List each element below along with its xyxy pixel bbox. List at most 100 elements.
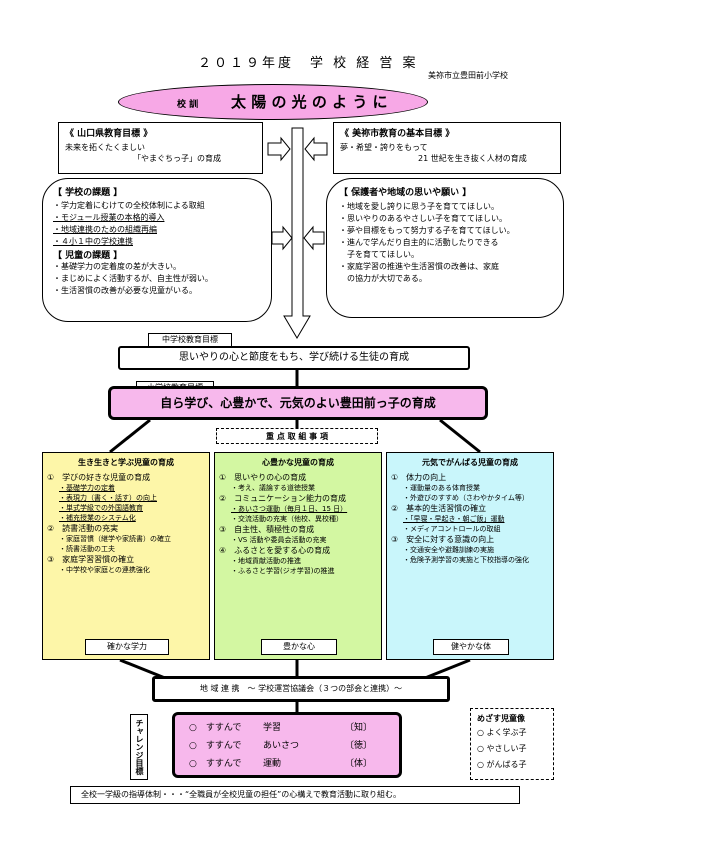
column-footer: 豊かな心 bbox=[261, 639, 337, 655]
item-heading: ③ 家庭学習習慣の確立 bbox=[47, 555, 135, 564]
jhs-goal-text: 思いやりの心と節度をもち、学び続ける生徒の育成 bbox=[179, 352, 409, 363]
arrow-right-icon bbox=[271, 225, 293, 251]
item-sub: ・考え、議論する道徳授業 bbox=[231, 484, 315, 492]
item-sub: ・読書活動の工夫 bbox=[59, 545, 115, 553]
motto-text: 太 陽 の 光 の よ う に bbox=[231, 93, 388, 111]
item-sub: ・中学校や家庭との連携強化 bbox=[59, 566, 150, 574]
arrow-left-icon bbox=[303, 225, 325, 251]
footer-note-text: 全校一学級の指導体制・・・“全職員が全校児童の担任”の心構えで教育活動に取り組む… bbox=[81, 790, 402, 799]
city-goal-box: 《 美祢市教育の基本目標 》 夢・希望・誇りをもって 21 世紀を生き抜く人材の… bbox=[333, 122, 561, 174]
prefecture-goal-line1: 未来を拓くたくましい bbox=[65, 143, 145, 152]
column-footer: 確かな学力 bbox=[85, 639, 169, 655]
challenge-row: ○ すすんで 学習 〔知〕 bbox=[189, 719, 385, 737]
item-sub: ・交通安全や避難訓練の実施 bbox=[403, 546, 494, 554]
column-title: 生き生きと学ぶ児童の育成 bbox=[78, 458, 174, 467]
challenge-row: ○ すすんで あいさつ 〔徳〕 bbox=[189, 737, 385, 755]
list-item: ・生活習慣の改善が必要な児童がいる。 bbox=[53, 286, 197, 295]
es-goal-text: 自ら学び、心豊かで、元気のよい豊田前っ子の育成 bbox=[160, 396, 436, 410]
challenge-area: 〔知〕 bbox=[345, 723, 373, 733]
list-item: ・まじめによく活動するが、自主性が弱い。 bbox=[53, 274, 213, 283]
item-sub: ・単式学級での外国語教育 bbox=[59, 504, 143, 512]
item-sub: ・危険予測学習の実施と下校指導の強化 bbox=[403, 556, 529, 564]
challenge-row: ○ すすんで 運動 〔体〕 bbox=[189, 755, 385, 773]
list-item: ・家庭学習の推進や生活習慣の改善は、家庭 bbox=[339, 262, 499, 271]
jhs-goal-box: 思いやりの心と節度をもち、学び続ける生徒の育成 bbox=[118, 346, 470, 370]
list-item: ・学力定着にむけての全校体制による取組 bbox=[53, 201, 205, 210]
challenge-target: 学習 bbox=[263, 723, 282, 733]
school-name: 美祢市立豊田前小学校 bbox=[428, 71, 508, 80]
list-item: ・４小１中の学校連携 bbox=[53, 237, 133, 246]
focus-label: 重 点 取 組 事 項 bbox=[216, 428, 378, 444]
column-title: 心豊かな児童の育成 bbox=[262, 458, 334, 467]
list-item: ○ やさしい子 bbox=[477, 744, 527, 753]
school-issues-heading: 【 学校の課題 】 bbox=[53, 188, 123, 198]
community-box: 地 域 連 携 ～ 学校運営協議会（３つの部会と連携）～ bbox=[152, 676, 450, 702]
school-issues-box: 【 学校の課題 】 ・学力定着にむけての全校体制による取組 ・モジュール授業の本… bbox=[42, 178, 272, 322]
list-item: ・思いやりのあるやさしい子を育ててほしい。 bbox=[339, 214, 507, 223]
footer-note: 全校一学級の指導体制・・・“全職員が全校児童の担任”の心構えで教育活動に取り組む… bbox=[70, 786, 520, 804]
list-item: の協力が大切である。 bbox=[339, 274, 427, 283]
challenge-area: 〔体〕 bbox=[345, 759, 373, 769]
motto-label: 校 訓 bbox=[177, 100, 199, 110]
parent-wishes-box: 【 保護者や地域の思いや願い 】 ・地域を愛し誇りに思う子を育ててほしい。 ・思… bbox=[326, 178, 564, 318]
challenge-prefix: ○ すすんで bbox=[189, 723, 242, 733]
parent-wishes-heading: 【 保護者や地域の思いや願い 】 bbox=[339, 188, 472, 198]
challenge-prefix: ○ すすんで bbox=[189, 759, 242, 769]
challenge-target: あいさつ bbox=[263, 741, 300, 751]
challenge-prefix: ○ すすんで bbox=[189, 741, 242, 751]
prefecture-goal-box: 《 山口県教育目標 》 未来を拓くたくましい 「やまぐちっ子」の育成 bbox=[58, 122, 263, 174]
item-sub: ・交流活動の充実（他校、異校種） bbox=[231, 515, 343, 523]
city-goal-line1: 夢・希望・誇りをもって bbox=[340, 143, 428, 152]
item-sub: ・「早寝・早起き・朝ご飯」運動 bbox=[403, 515, 505, 523]
school-motto: 校 訓 太 陽 の 光 の よ う に bbox=[118, 84, 428, 120]
list-item: ・地域連携のための組織再編 bbox=[53, 225, 157, 234]
column-footer: 健やかな体 bbox=[433, 639, 509, 655]
item-heading: ① 体力の向上 bbox=[391, 473, 447, 482]
ideal-child-box: めざす児童像 ○ よく学ぶ子 ○ やさしい子 ○ がんばる子 bbox=[470, 708, 554, 780]
community-text: 地 域 連 携 ～ 学校運営協議会（３つの部会と連携）～ bbox=[199, 684, 403, 693]
challenge-label: チャレンジ目標 bbox=[130, 714, 148, 780]
item-sub: ・地域貢献活動の推進 bbox=[231, 557, 301, 565]
list-item: ○ がんばる子 bbox=[477, 760, 527, 769]
challenge-box: ○ すすんで 学習 〔知〕 ○ すすんで あいさつ 〔徳〕 ○ すすんで 運動 … bbox=[172, 712, 402, 778]
item-heading: ③ 自主性、積極性の育成 bbox=[219, 525, 315, 534]
ideal-heading: めざす児童像 bbox=[477, 714, 525, 723]
list-item: 子を育ててほしい。 bbox=[339, 250, 419, 259]
item-sub: ・メディアコントロールの取組 bbox=[403, 525, 501, 533]
item-sub: ・VS 活動や委員会活動の充実 bbox=[231, 536, 327, 544]
city-goal-heading: 《 美祢市教育の基本目標 》 bbox=[340, 129, 455, 139]
connector-line bbox=[439, 418, 481, 454]
item-sub: ・表現力（書く・話す）の向上 bbox=[59, 494, 157, 502]
item-sub: ・外遊びのすすめ（さわやかタイム等） bbox=[403, 494, 529, 502]
item-heading: ① 学びの好きな児童の育成 bbox=[47, 473, 151, 482]
arrow-right-icon bbox=[267, 136, 291, 162]
list-item: ・モジュール授業の本格的導入 bbox=[53, 213, 165, 222]
city-goal-line2: 21 世紀を生き抜く人材の育成 bbox=[418, 154, 527, 163]
prefecture-goal-heading: 《 山口県教育目標 》 bbox=[65, 129, 153, 139]
item-sub: ・家庭習慣（継学や家読書）の確立 bbox=[59, 535, 171, 543]
list-item: ○ よく学ぶ子 bbox=[477, 728, 527, 737]
challenge-target: 運動 bbox=[263, 759, 282, 769]
item-heading: ② コミュニケーション能力の育成 bbox=[219, 494, 347, 503]
challenge-area: 〔徳〕 bbox=[345, 741, 373, 751]
column-body: 元気でがんばる児童の育成 ① 体力の向上 ・運動量のある体育授業 ・外遊びのすす… bbox=[386, 452, 554, 660]
connector-line bbox=[109, 418, 151, 454]
list-item: ・夢や目標をもって努力する子を育ててほしい。 bbox=[339, 226, 515, 235]
item-sub: ・運動量のある体育授業 bbox=[403, 484, 480, 492]
central-down-arrow bbox=[283, 127, 311, 339]
item-heading: ② 読書活動の充実 bbox=[47, 524, 119, 533]
es-goal-box: 自ら学び、心豊かで、元気のよい豊田前っ子の育成 bbox=[108, 386, 488, 420]
item-sub: ・補充授業のシステム化 bbox=[59, 514, 136, 522]
column-title: 元気でがんばる児童の育成 bbox=[422, 458, 518, 467]
item-sub: ・基礎学力の定着 bbox=[59, 484, 115, 492]
child-issues-heading: 【 児童の課題 】 bbox=[53, 251, 123, 261]
item-sub: ・ふるさと学習(ジオ学習)の推進 bbox=[231, 567, 335, 575]
column-learning: 生き生きと学ぶ児童の育成 ① 学びの好きな児童の育成 ・基礎学力の定着 ・表現力… bbox=[42, 452, 210, 660]
list-item: ・地域を愛し誇りに思う子を育ててほしい。 bbox=[339, 202, 499, 211]
arrow-left-icon bbox=[304, 136, 328, 162]
page-title: ２０１９年度 学 校 経 営 案 bbox=[198, 56, 419, 71]
item-heading: ④ ふるさとを愛する心の育成 bbox=[219, 546, 331, 555]
list-item: ・基礎学力の定着度の差が大きい。 bbox=[53, 262, 181, 271]
list-item: ・進んで学んだり自主的に活動したりできる bbox=[339, 238, 499, 247]
prefecture-goal-line2: 「やまぐちっ子」の育成 bbox=[133, 154, 221, 163]
